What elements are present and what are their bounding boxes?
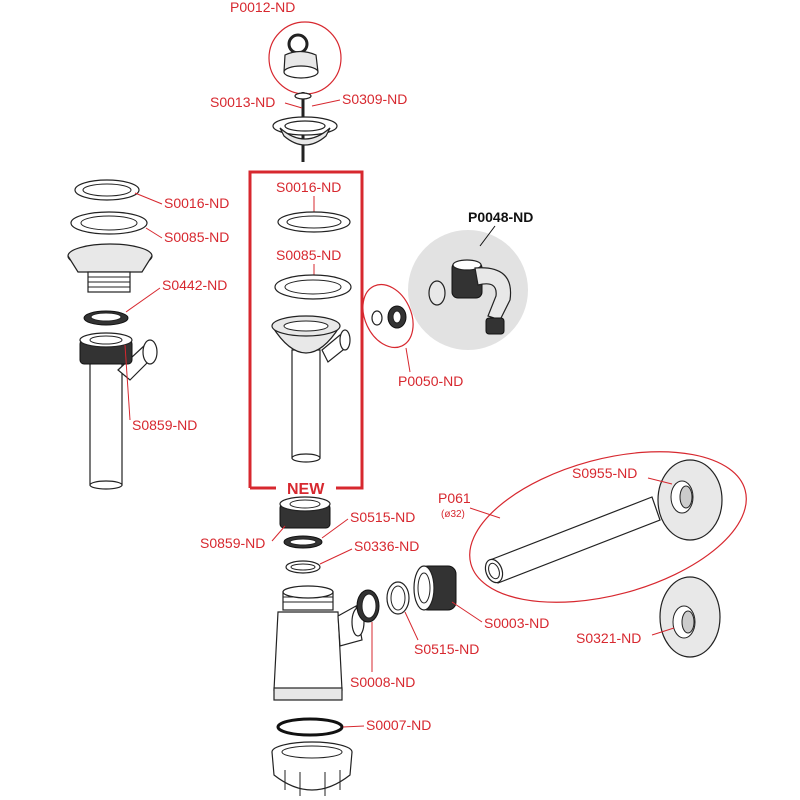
label-s0859-bottom: S0859-ND bbox=[200, 535, 265, 551]
label-s0309: S0309-ND bbox=[342, 91, 407, 107]
s0003-nut bbox=[413, 565, 457, 611]
s0085-new-washer bbox=[274, 274, 352, 300]
new-strainer-tube bbox=[271, 315, 351, 463]
label-s0515-bottom: S0515-ND bbox=[414, 641, 479, 657]
label-p0048: P0048-ND bbox=[468, 209, 533, 225]
label-s0955: S0955-ND bbox=[572, 465, 637, 481]
bottle-trap-body bbox=[273, 585, 365, 701]
s0016-new-washer bbox=[277, 211, 351, 233]
trap-bottom-cup bbox=[271, 741, 353, 796]
s0016-left-washer bbox=[74, 179, 140, 201]
new-badge: NEW bbox=[287, 481, 325, 498]
p0050-adapter-part bbox=[362, 283, 414, 349]
s0859-left-tube bbox=[79, 332, 158, 490]
label-s0321: S0321-ND bbox=[576, 630, 641, 646]
label-s0085-left: S0085-ND bbox=[164, 229, 229, 245]
s0955-rosette bbox=[657, 459, 723, 541]
label-s0336: S0336-ND bbox=[354, 538, 419, 554]
label-s0085-new: S0085-ND bbox=[276, 247, 341, 263]
s0515-top-washer bbox=[283, 535, 323, 549]
label-s0007: S0007-ND bbox=[366, 717, 431, 733]
s0515-bottom-washer bbox=[386, 581, 410, 615]
label-s0008: S0008-ND bbox=[350, 674, 415, 690]
s0007-oring bbox=[276, 717, 344, 737]
s0013-plug-part bbox=[272, 92, 338, 162]
label-s0016-left: S0016-ND bbox=[164, 195, 229, 211]
new-highlight-box bbox=[248, 170, 364, 490]
label-p061: P061 bbox=[438, 490, 471, 506]
s0321-rosette bbox=[659, 576, 721, 658]
p0048-elbow-part bbox=[408, 230, 528, 350]
p0012-stopper-part bbox=[268, 21, 342, 95]
p061-pipe-group bbox=[469, 451, 747, 603]
s0442-ring bbox=[83, 310, 129, 326]
label-s0003: S0003-ND bbox=[484, 615, 549, 631]
s0859-bottom-nut bbox=[279, 496, 331, 529]
s0085-left-washer bbox=[70, 211, 148, 235]
label-p0012: P0012-ND bbox=[230, 0, 295, 15]
label-s0859-left: S0859-ND bbox=[132, 417, 197, 433]
label-s0013: S0013-ND bbox=[210, 94, 275, 110]
label-s0515-top: S0515-ND bbox=[350, 509, 415, 525]
s0336-washer bbox=[285, 560, 321, 574]
s0008-washer bbox=[356, 589, 380, 623]
label-s0442: S0442-ND bbox=[162, 277, 227, 293]
label-p061-diameter: (ø32) bbox=[441, 509, 465, 520]
strainer-left-part bbox=[67, 243, 153, 293]
label-s0016-new: S0016-ND bbox=[276, 179, 341, 195]
label-p0050: P0050-ND bbox=[398, 373, 463, 389]
